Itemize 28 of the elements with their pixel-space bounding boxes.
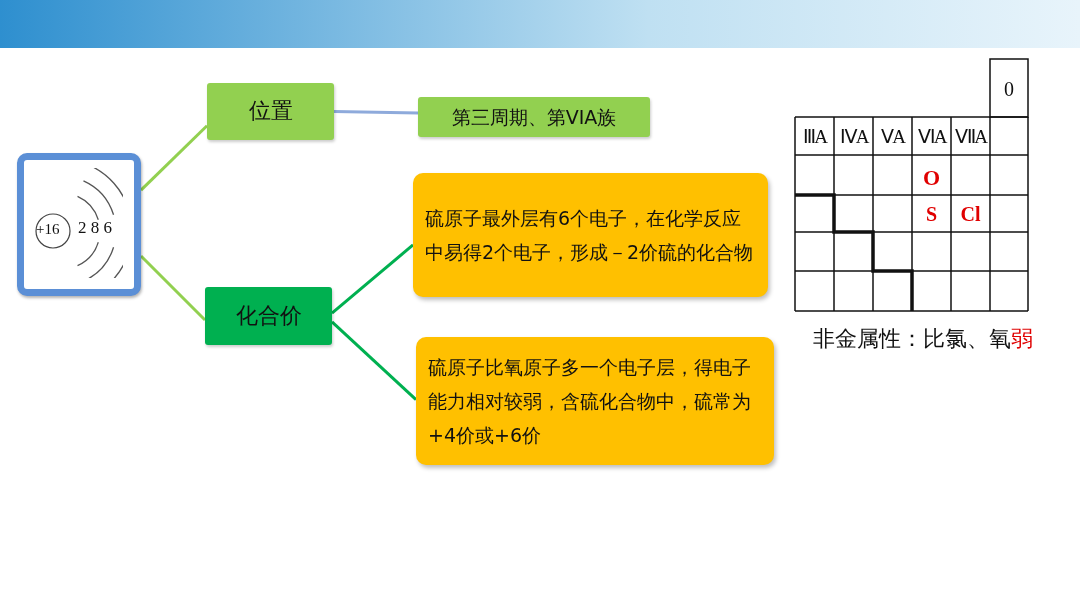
node-text: 硫原子比氧原子多一个电子层，得电子能力相对较弱，含硫化合物中，硫常为+4价或+6价 bbox=[428, 354, 752, 449]
topic-box bbox=[205, 287, 332, 345]
node-text: 第三周期、第VIA族 bbox=[451, 105, 617, 129]
topic-box bbox=[207, 83, 334, 140]
node-text: 硫原子最外层有6个电子，在化学反应中易得2个电子，形成－2价硫的化合物 bbox=[425, 205, 755, 265]
group-label: ⅣA bbox=[838, 124, 869, 149]
group-label: ⅥA bbox=[916, 124, 947, 149]
electron-counts: 2 8 6 bbox=[78, 218, 112, 238]
note-text: 非金属性：比氯、氧弱 bbox=[812, 325, 1034, 353]
note-card bbox=[413, 173, 768, 297]
connector-line bbox=[139, 124, 209, 192]
group-label: ⅤA bbox=[880, 124, 906, 149]
element-symbol: Cl bbox=[959, 201, 982, 227]
element-symbol: S bbox=[924, 201, 939, 227]
element-symbol: O bbox=[921, 164, 942, 192]
nucleus-charge: +16 bbox=[36, 221, 60, 238]
group-label: ⅢA bbox=[802, 124, 828, 149]
node-text: 位置 bbox=[248, 98, 293, 125]
connector-line bbox=[331, 243, 414, 315]
node-text: 化合价 bbox=[235, 302, 302, 330]
connector-line bbox=[333, 110, 419, 115]
group-label: ⅦA bbox=[954, 124, 988, 149]
connector-line bbox=[330, 320, 418, 401]
connector-line bbox=[139, 254, 207, 322]
group-label: 0 bbox=[1003, 77, 1015, 102]
atom-structure-box bbox=[17, 153, 141, 296]
topic-box bbox=[418, 97, 650, 137]
note-card bbox=[416, 337, 774, 465]
